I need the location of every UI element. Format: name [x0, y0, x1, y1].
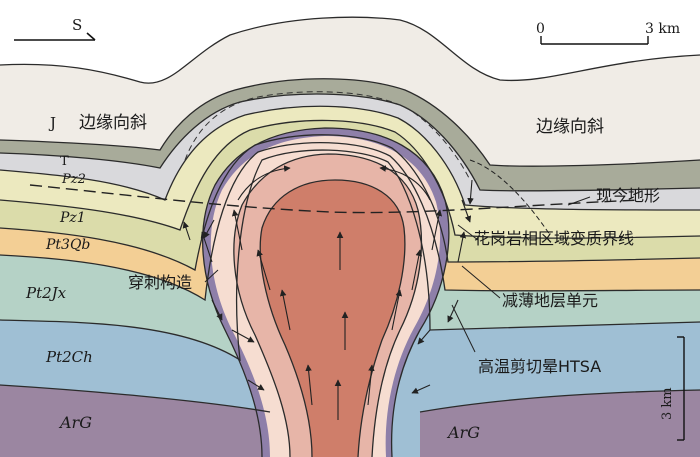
vertical-scale-label: 3 km: [660, 387, 675, 420]
direction-label: S: [72, 16, 82, 34]
label-thinned-strata: 减薄地层单元: [502, 291, 598, 310]
leader-thinned: [461, 265, 501, 299]
vertical-scale-bar: 3 km: [660, 336, 685, 441]
leader-topography: [567, 196, 591, 206]
label-htsa: 高温剪切晕HTSA: [478, 357, 601, 376]
unit-ArG-right: ArG: [446, 423, 480, 442]
label-marginal-syncline-left: 边缘向斜: [79, 113, 147, 133]
label-piercing-structure: 穿刺构造: [128, 273, 192, 292]
scale-zero-label: 0: [536, 21, 545, 37]
cover-dashed-line: [184, 91, 471, 181]
diapir-core: [260, 180, 405, 457]
unit-Pt3Qb: Pt3Qb: [45, 237, 90, 253]
unit-Pz2: Pz2: [61, 172, 86, 187]
direction-indicator: S: [14, 16, 96, 41]
unit-T: T: [60, 154, 69, 169]
present-topography-line: [29, 184, 641, 214]
leader-piercing: [204, 269, 219, 283]
layer-ArG: [0, 385, 700, 457]
facies-boundary-line: [469, 159, 551, 236]
leader-facies: [457, 224, 479, 241]
horizontal-scale-bar: 0 3 km: [536, 21, 680, 45]
unit-Pz1: Pz1: [59, 210, 86, 226]
unit-J: J: [48, 114, 56, 132]
label-facies-boundary: 花岗岩相区域变质界线: [474, 229, 634, 248]
unit-Pt2Jx: Pt2Jx: [25, 284, 67, 302]
leader-htsa: [451, 304, 476, 353]
unit-ArG-left: ArG: [58, 413, 92, 432]
unit-Pt2Ch: Pt2Ch: [45, 348, 93, 366]
scale-end-label: 3 km: [645, 21, 680, 37]
label-present-topography: 现今地形: [596, 186, 660, 205]
label-marginal-syncline-right: 边缘向斜: [536, 117, 604, 137]
